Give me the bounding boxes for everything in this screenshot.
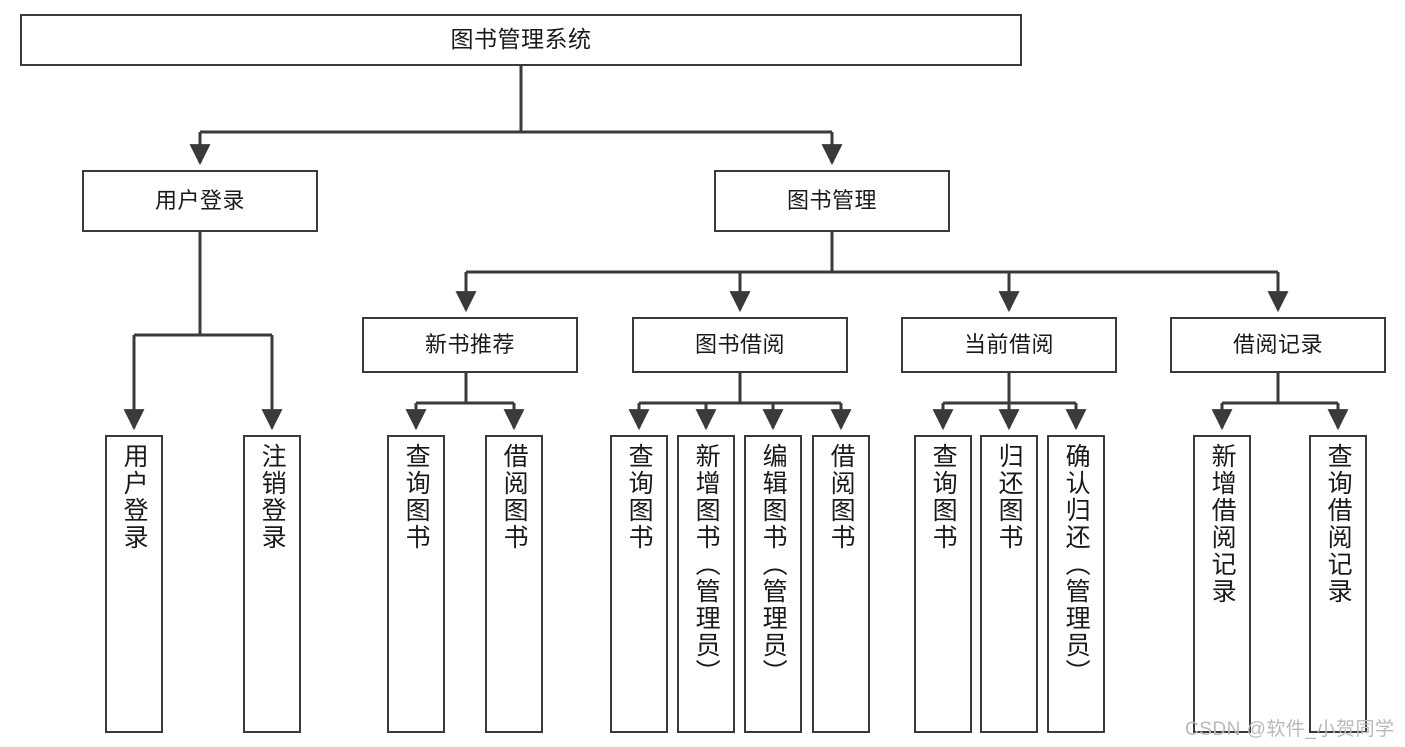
node-label: 查询图书 xyxy=(929,443,958,551)
node-label: 图书借阅 xyxy=(694,332,785,358)
node-label: 当前借阅 xyxy=(963,332,1054,358)
node-label: 用户登录 xyxy=(154,188,245,214)
watermark: CSDN @软件_小贺同学 xyxy=(1185,719,1395,740)
node-book-borrow[interactable]: 图书借阅 xyxy=(632,317,848,373)
node-label: 查询图书 xyxy=(402,443,431,551)
leaf-borrow-book-borrow[interactable]: 借阅图书 xyxy=(812,435,870,733)
node-label: 新增借阅记录 xyxy=(1208,443,1237,605)
leaf-query-book-current[interactable]: 查询图书 xyxy=(914,435,972,733)
node-label: 编辑图书（管理员） xyxy=(759,443,788,686)
leaf-query-book-borrow[interactable]: 查询图书 xyxy=(610,435,668,733)
node-current-borrow[interactable]: 当前借阅 xyxy=(901,317,1117,373)
node-label: 借阅图书 xyxy=(500,443,529,551)
node-label: 借阅图书 xyxy=(827,443,856,551)
node-label: 确认归还（管理员） xyxy=(1062,443,1091,686)
node-new-book-recommend[interactable]: 新书推荐 xyxy=(362,317,578,373)
node-label: 新书推荐 xyxy=(424,332,515,358)
node-label: 用户登录 xyxy=(120,443,149,551)
node-label: 查询图书 xyxy=(625,443,654,551)
node-borrow-record[interactable]: 借阅记录 xyxy=(1170,317,1386,373)
node-label: 注销登录 xyxy=(258,443,287,551)
node-label: 归还图书 xyxy=(995,443,1024,551)
node-root-system[interactable]: 图书管理系统 xyxy=(20,14,1022,66)
leaf-confirm-return-admin[interactable]: 确认归还（管理员） xyxy=(1047,435,1105,733)
leaf-return-book[interactable]: 归还图书 xyxy=(980,435,1038,733)
node-label: 图书管理系统 xyxy=(450,26,592,53)
node-book-management[interactable]: 图书管理 xyxy=(714,170,950,232)
node-label: 新增图书（管理员） xyxy=(692,443,721,686)
leaf-edit-book-admin[interactable]: 编辑图书（管理员） xyxy=(744,435,802,733)
leaf-borrow-book-recommend[interactable]: 借阅图书 xyxy=(485,435,543,733)
leaf-query-book-recommend[interactable]: 查询图书 xyxy=(387,435,445,733)
node-label: 借阅记录 xyxy=(1232,332,1323,358)
leaf-add-borrow-record[interactable]: 新增借阅记录 xyxy=(1193,435,1251,733)
leaf-add-book-admin[interactable]: 新增图书（管理员） xyxy=(677,435,735,733)
leaf-query-borrow-record[interactable]: 查询借阅记录 xyxy=(1309,435,1367,733)
node-user-login[interactable]: 用户登录 xyxy=(82,170,318,232)
leaf-user-login[interactable]: 用户登录 xyxy=(105,435,163,733)
node-label: 图书管理 xyxy=(786,188,877,214)
leaf-logout[interactable]: 注销登录 xyxy=(243,435,301,733)
node-label: 查询借阅记录 xyxy=(1324,443,1353,605)
